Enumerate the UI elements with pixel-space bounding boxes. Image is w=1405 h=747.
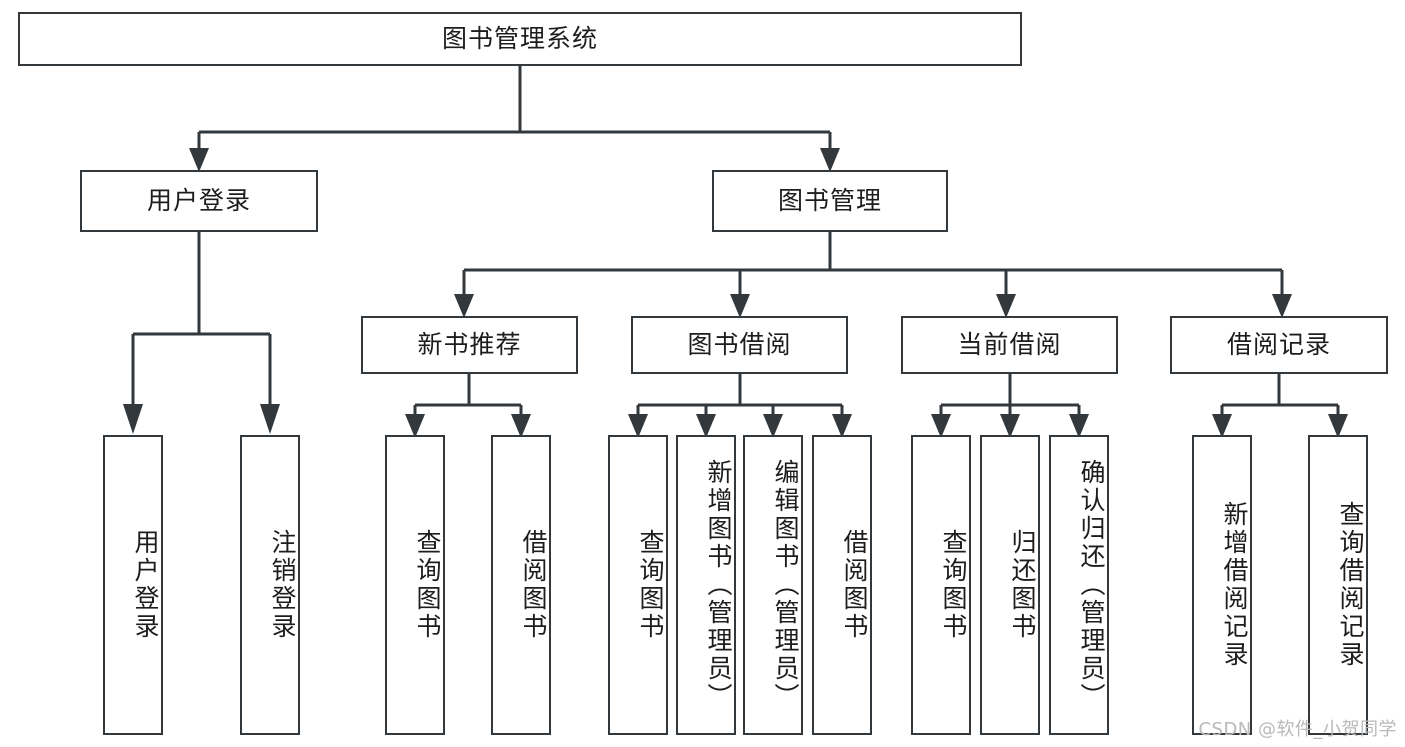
- arrowheads: [123, 148, 1348, 438]
- node-leaf-confirm-return[interactable]: 确认归还（管理员）: [1049, 435, 1109, 735]
- node-leaf-borrow-book-1[interactable]: 借阅图书: [491, 435, 551, 735]
- arrowhead-leaf-user-logout: [260, 404, 280, 434]
- node-book-borrow[interactable]: 图书借阅: [631, 316, 848, 374]
- node-book-manage[interactable]: 图书管理: [712, 170, 948, 232]
- node-current-borrow[interactable]: 当前借阅: [901, 316, 1118, 374]
- node-new-book-rec[interactable]: 新书推荐: [361, 316, 578, 374]
- arrowhead-leaf-add-book: [696, 414, 716, 438]
- arrowhead-new-book-rec: [454, 294, 474, 318]
- node-book-borrow-label: 图书借阅: [687, 330, 792, 359]
- node-new-book-rec-label: 新书推荐: [417, 330, 522, 359]
- node-leaf-user-logout-label: 注销登录: [268, 529, 297, 641]
- node-leaf-add-book-label: 新增图书（管理员）: [704, 459, 733, 711]
- arrowhead-leaf-user-login: [123, 404, 143, 434]
- arrowhead-leaf-edit-book: [763, 414, 783, 438]
- node-book-manage-label: 图书管理: [777, 186, 882, 215]
- node-root[interactable]: 图书管理系统: [18, 12, 1022, 66]
- arrowhead-current-borrow: [996, 294, 1016, 318]
- node-user-login[interactable]: 用户登录: [80, 170, 318, 232]
- arrowhead-book-borrow: [730, 294, 750, 318]
- node-leaf-borrow-book-2[interactable]: 借阅图书: [812, 435, 872, 735]
- node-leaf-borrow-book-1-label: 借阅图书: [519, 529, 548, 641]
- arrowhead-leaf-borrow-book-2: [832, 414, 852, 438]
- node-leaf-user-login[interactable]: 用户登录: [103, 435, 163, 735]
- arrowhead-leaf-query-book-1: [405, 414, 425, 438]
- node-root-label: 图书管理系统: [441, 24, 598, 53]
- arrowhead-leaf-return-book: [1000, 414, 1020, 438]
- node-leaf-edit-book[interactable]: 编辑图书（管理员）: [743, 435, 803, 735]
- node-leaf-user-login-label: 用户登录: [131, 529, 160, 641]
- node-leaf-query-book-1-label: 查询图书: [413, 529, 442, 641]
- arrowhead-borrow-record: [1272, 294, 1292, 318]
- node-leaf-query-book-3-label: 查询图书: [939, 529, 968, 641]
- node-leaf-user-logout[interactable]: 注销登录: [240, 435, 300, 735]
- arrowhead-leaf-query-book-3: [931, 414, 951, 438]
- node-leaf-add-record[interactable]: 新增借阅记录: [1192, 435, 1252, 735]
- node-borrow-record-label: 借阅记录: [1226, 330, 1331, 359]
- watermark: CSDN @软件_小贺同学: [1198, 719, 1397, 740]
- node-leaf-edit-book-label: 编辑图书（管理员）: [771, 459, 800, 711]
- node-leaf-return-book[interactable]: 归还图书: [980, 435, 1040, 735]
- arrowhead-book-manage: [820, 148, 840, 172]
- node-leaf-query-book-2[interactable]: 查询图书: [608, 435, 668, 735]
- arrowhead-leaf-add-record: [1212, 414, 1232, 438]
- node-leaf-confirm-return-label: 确认归还（管理员）: [1077, 459, 1106, 711]
- arrowhead-leaf-query-book-2: [628, 414, 648, 438]
- node-leaf-query-book-2-label: 查询图书: [636, 529, 665, 641]
- node-leaf-query-record-label: 查询借阅记录: [1336, 501, 1365, 669]
- node-leaf-add-book[interactable]: 新增图书（管理员）: [676, 435, 736, 735]
- node-leaf-query-record[interactable]: 查询借阅记录: [1308, 435, 1368, 735]
- node-borrow-record[interactable]: 借阅记录: [1170, 316, 1388, 374]
- node-leaf-return-book-label: 归还图书: [1008, 529, 1037, 641]
- arrowhead-leaf-borrow-book-1: [511, 414, 531, 438]
- node-leaf-query-book-3[interactable]: 查询图书: [911, 435, 971, 735]
- node-current-borrow-label: 当前借阅: [957, 330, 1062, 359]
- node-user-login-label: 用户登录: [146, 186, 251, 215]
- arrowhead-leaf-confirm-return: [1069, 414, 1089, 438]
- node-leaf-query-book-1[interactable]: 查询图书: [385, 435, 445, 735]
- arrowhead-user-login: [189, 148, 209, 172]
- node-leaf-borrow-book-2-label: 借阅图书: [840, 529, 869, 641]
- node-leaf-add-record-label: 新增借阅记录: [1220, 501, 1249, 669]
- arrowhead-leaf-query-record: [1328, 414, 1348, 438]
